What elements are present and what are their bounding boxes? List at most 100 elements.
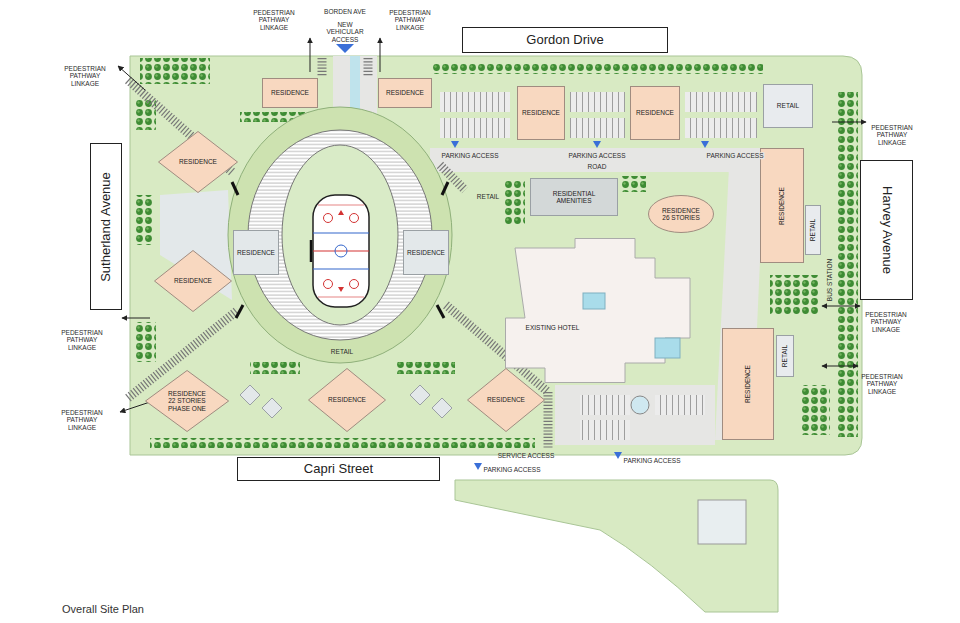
arena: [228, 107, 452, 363]
residence-tower: RESIDENCE 26 STORIES: [648, 195, 714, 233]
building-label: RESIDENCE: [328, 396, 366, 403]
plan-caption: Overall Site Plan: [62, 603, 144, 615]
roads-and-parking: [160, 56, 765, 445]
building-label: RESIDENCE: [487, 396, 525, 403]
access-triangles: [336, 44, 709, 470]
retail-label: RETAIL: [476, 193, 500, 200]
building-outline: [531, 179, 618, 216]
trees: [136, 58, 858, 448]
building-outline: [238, 458, 440, 481]
pathway-label: PEDESTRIAN PATHWAY LINKAGE: [61, 65, 109, 87]
building-label: RESIDENCE: [522, 109, 560, 116]
street-name-box: Gordon Drive: [462, 27, 668, 53]
building-label: RETAIL: [777, 102, 799, 109]
building-label: RESIDENCE: [744, 365, 751, 403]
building-outline: [505, 238, 695, 383]
building-label: RETAIL: [809, 219, 816, 241]
pathway-label: PEDESTRIAN PATHWAY LINKAGE: [868, 124, 916, 146]
retail-building: RETAIL: [776, 335, 794, 377]
building-label: RESIDENCE: [271, 89, 309, 96]
street-name-box: Harvey Avenue: [860, 160, 913, 300]
street-name: Gordon Drive: [526, 33, 603, 48]
access-label: NEW VEHICULAR ACCESS: [318, 21, 372, 43]
bus-station-label: BUS STATION: [826, 258, 833, 302]
street-label: BORDEN AVE: [323, 8, 367, 15]
building-outline: [777, 336, 794, 377]
access-label: PARKING ACCESS: [568, 152, 627, 159]
pathway-label: PEDESTRIAN PATHWAY LINKAGE: [58, 409, 106, 431]
building-outline: [145, 371, 228, 432]
residence-building: RESIDENCE: [403, 230, 449, 275]
pathway-label: PEDESTRIAN PATHWAY LINKAGE: [862, 311, 910, 333]
building-label: RESIDENCE: [407, 249, 445, 256]
road-label: ROAD: [587, 163, 608, 170]
retail-building: RETAIL: [763, 84, 813, 128]
residence-building: RESIDENCE: [722, 328, 774, 440]
building-label: RESIDENCE 22 STORIES PHASE ONE: [164, 390, 210, 412]
residence-building: RESIDENCE: [158, 131, 238, 193]
pathway-label: PEDESTRIAN PATHWAY LINKAGE: [58, 329, 106, 351]
building-outline: [518, 87, 565, 140]
building-label: RESIDENTIAL AMENITIES: [543, 190, 605, 205]
building-outline: [309, 369, 386, 432]
retail-building: RETAIL: [805, 205, 821, 255]
building-outline: [506, 239, 691, 383]
building-label: RESIDENCE: [386, 89, 424, 96]
pathway-label: PEDESTRIAN PATHWAY LINKAGE: [858, 373, 906, 395]
building-outline: [404, 231, 449, 275]
residence-building: RESIDENCE: [517, 86, 565, 140]
building-outline: [861, 161, 913, 300]
residence-building: RESIDENCE: [233, 230, 279, 275]
building-label: RESIDENCE: [174, 277, 212, 284]
residence-building: RESIDENCE: [262, 78, 318, 108]
building-outline: [263, 79, 318, 108]
access-label: PARKING ACCESS: [483, 466, 542, 473]
residence-building: RESIDENCE: [760, 148, 804, 263]
access-label: PARKING ACCESS: [623, 457, 682, 464]
residence-building: RESIDENCE: [630, 86, 680, 140]
building-outline: [379, 79, 432, 108]
building-label: RESIDENCE: [237, 249, 275, 256]
residence-building: RESIDENCE: [378, 78, 432, 108]
building-outline: [806, 206, 821, 255]
street-name-box: Sutherland Avenue: [90, 143, 122, 310]
arena-entrances: [232, 182, 448, 318]
building-outline: [155, 251, 232, 312]
building-outline: [463, 28, 668, 53]
building-label: RETAIL: [781, 345, 788, 367]
pedestrian-walkways: [128, 58, 548, 448]
building-label: RESIDENCE 26 STORIES: [658, 207, 704, 222]
building-outline: [468, 369, 545, 432]
street-name: Capri Street: [304, 462, 373, 477]
residence-building: RESIDENCE: [154, 250, 232, 312]
access-label: PARKING ACCESS: [441, 152, 500, 159]
building-outline: [91, 144, 122, 310]
hotel-building: EXISTING HOTEL: [505, 238, 695, 383]
street-name-box: Capri Street: [237, 457, 440, 481]
building-outline: [649, 196, 714, 233]
street-name: Sutherland Avenue: [99, 172, 114, 282]
pool: [583, 293, 605, 309]
building-outline: [159, 132, 238, 193]
building-outline: [234, 231, 279, 275]
building-label: RESIDENCE: [778, 187, 785, 225]
building-outline: [761, 149, 804, 263]
retail-label: RETAIL: [330, 348, 354, 355]
access-label: SERVICE ACCESS: [497, 452, 556, 459]
building-outline: [764, 85, 813, 128]
residence-building: RESIDENCE: [467, 368, 545, 432]
pathway-label: PEDESTRIAN PATHWAY LINKAGE: [250, 9, 298, 31]
residence-building: RESIDENCE: [308, 368, 386, 432]
building-label: RESIDENCE: [636, 109, 674, 116]
pathway-label: PEDESTRIAN PATHWAY LINKAGE: [386, 9, 434, 31]
amenity-building: RESIDENTIAL AMENITIES: [530, 178, 618, 216]
building-label: EXISTING HOTEL: [526, 324, 580, 331]
building-outline: [631, 87, 680, 140]
residence-tower: RESIDENCE 22 STORIES PHASE ONE: [145, 370, 229, 432]
street-name: Harvey Avenue: [879, 186, 894, 274]
access-label: PARKING ACCESS: [706, 152, 765, 159]
pool: [655, 338, 680, 358]
